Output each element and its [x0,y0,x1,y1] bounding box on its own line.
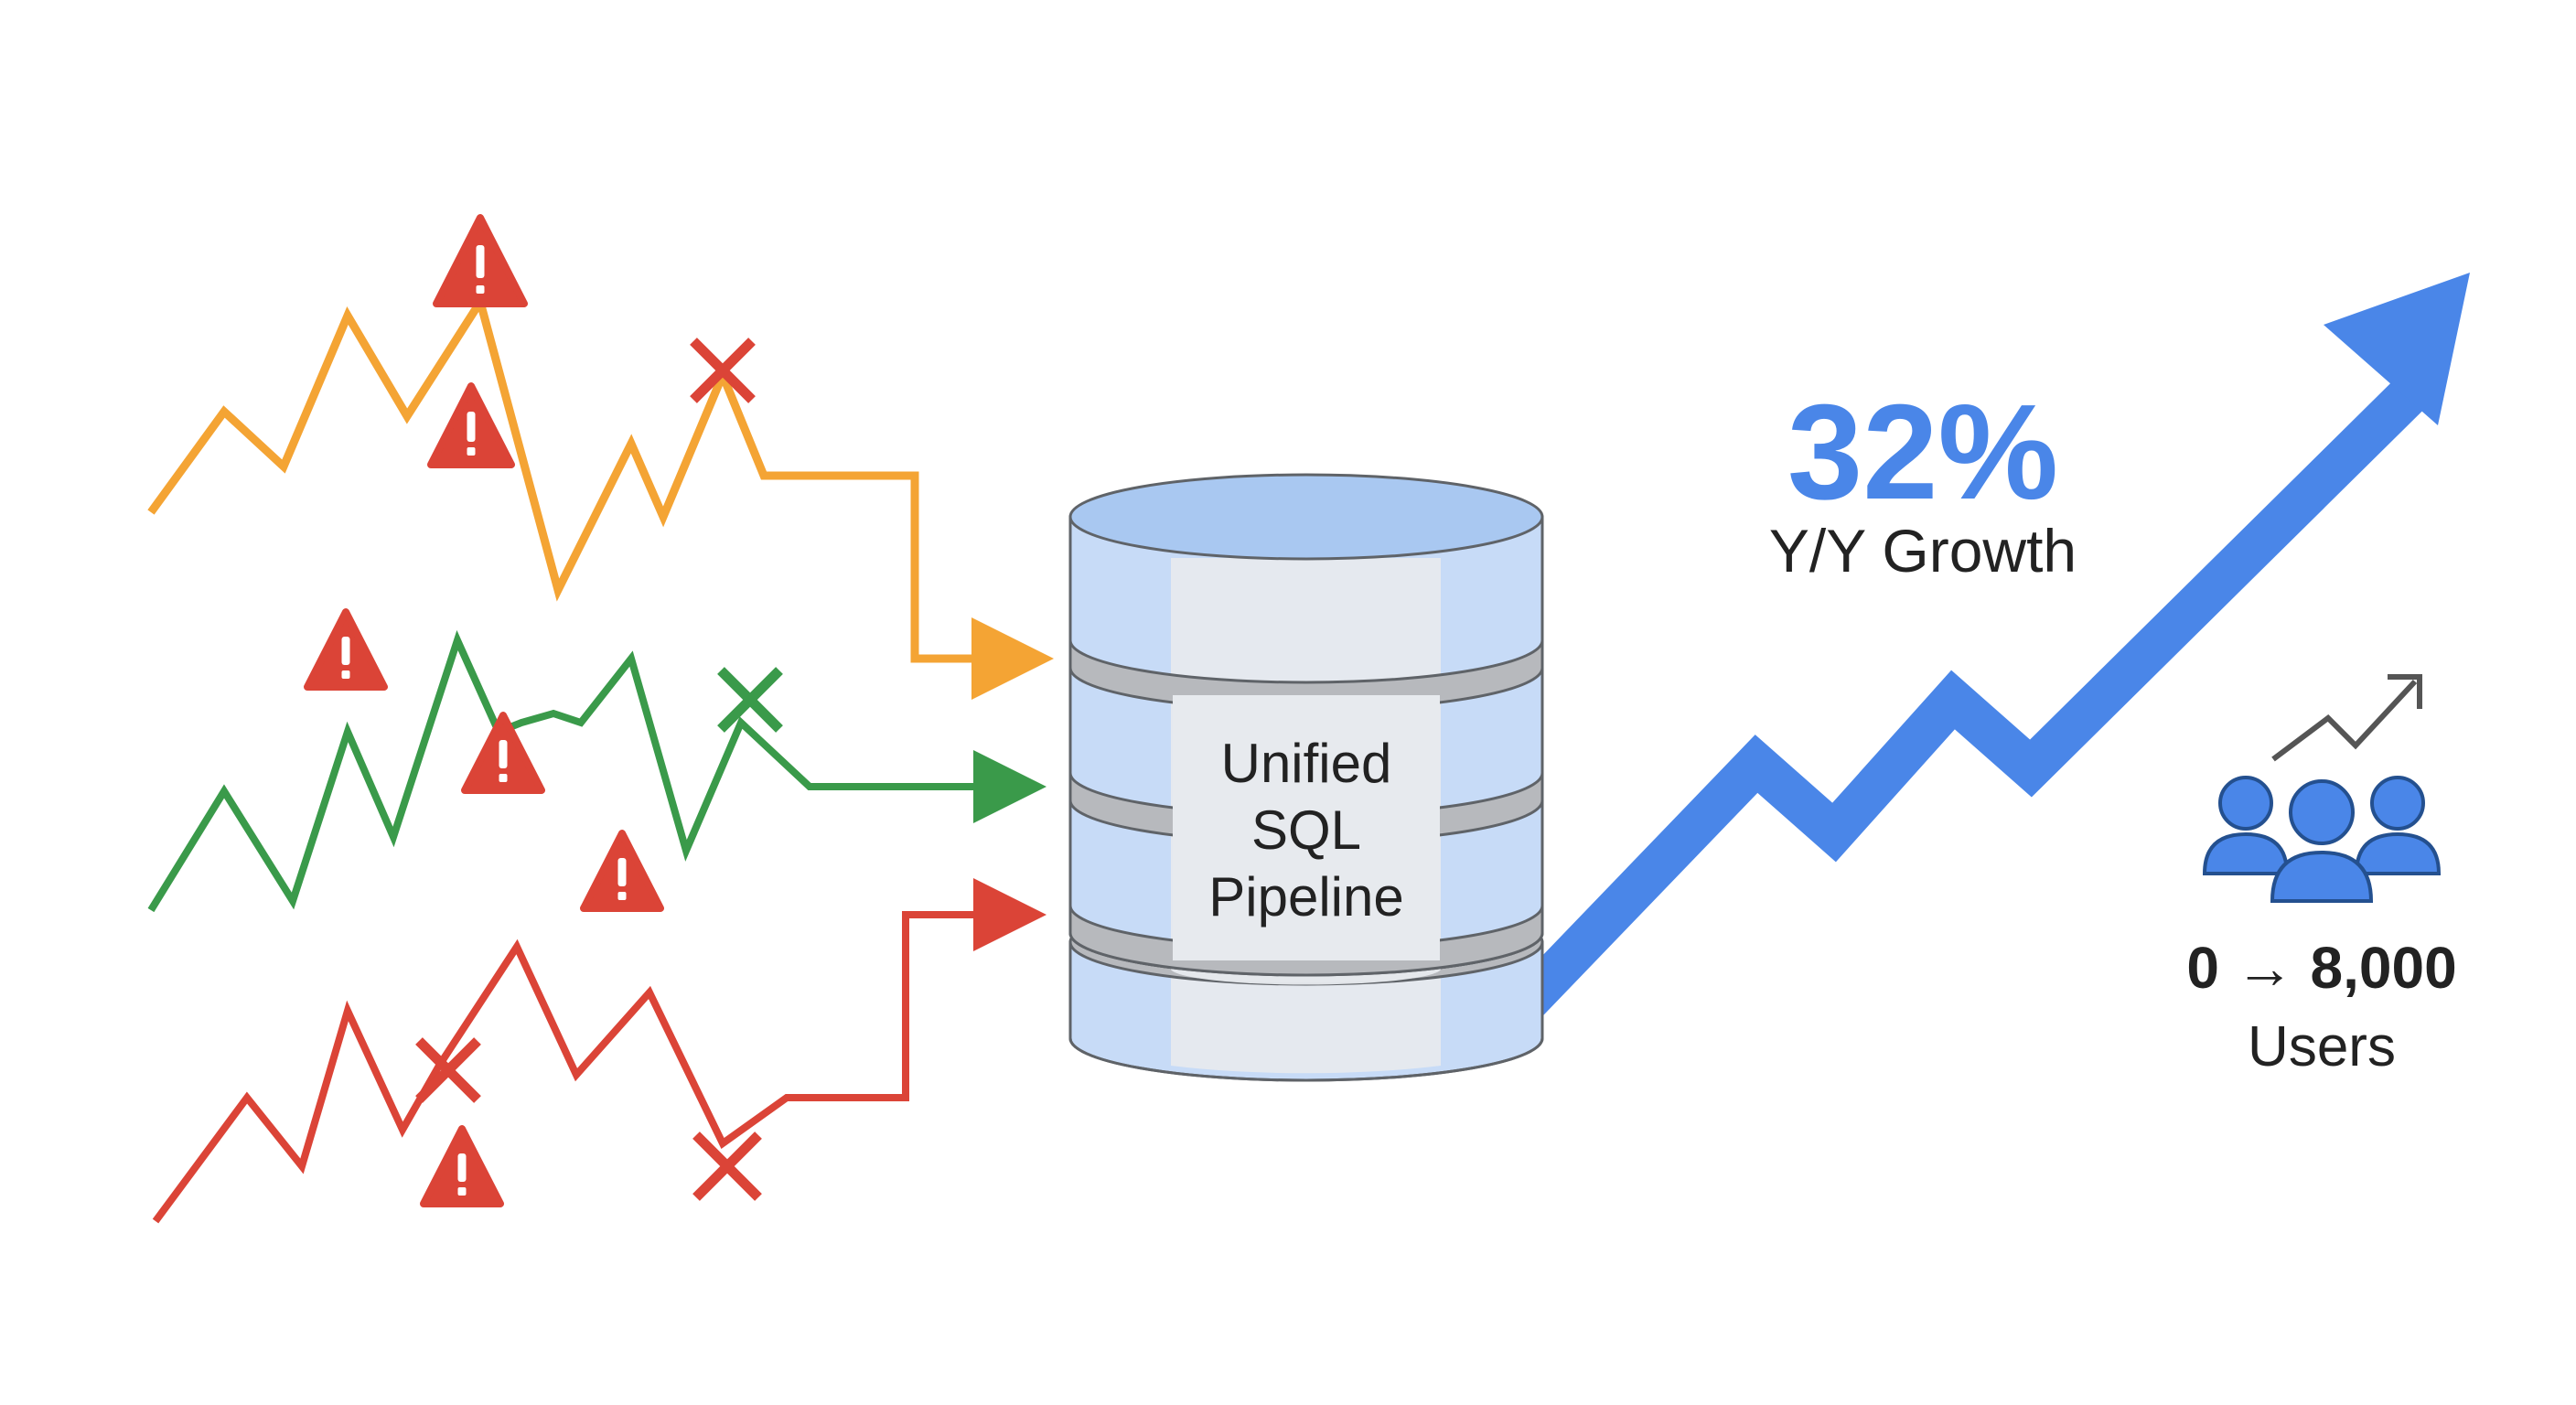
warning-icon [433,214,528,307]
database-disk [1068,473,1544,712]
error-x-icon [692,1132,762,1201]
error-x-icon [717,667,783,733]
pipeline-label-line: Pipeline [1208,866,1404,928]
red-noisy-line [152,878,1046,1224]
warning-icon [420,1125,504,1207]
users-range: 0 → 8,000 [2186,935,2456,1001]
orange-noisy-line [147,292,1054,700]
warning-icon [461,712,545,794]
error-x-icon [415,1037,481,1103]
orange-source-stream [147,214,1054,700]
growth-label: Y/Y Growth [1769,517,2077,585]
green-noisy-line [147,629,1046,913]
trend-up-icon [2271,674,2422,762]
warning-icon [580,830,664,912]
warning-icon [304,608,388,691]
error-x-icon [690,338,756,403]
warning-icon [427,382,515,468]
growth-arrow-line [1503,364,2440,1025]
growth-value: 32% [1787,377,2058,528]
growth-arrow [1503,273,2470,1025]
green-source-stream [147,608,1046,913]
database-top [1068,473,1544,561]
pipeline-label-line: SQL [1251,799,1361,861]
database-cylinder: Unified SQL Pipeline [1068,473,1544,1082]
growth-arrow-head [2324,273,2470,425]
pipeline-label-line: Unified [1221,733,1392,794]
database-label-panel [1173,695,1440,960]
users-label: Users [2248,1015,2396,1078]
users-group-icon [2202,776,2442,903]
red-source-stream [152,878,1046,1224]
